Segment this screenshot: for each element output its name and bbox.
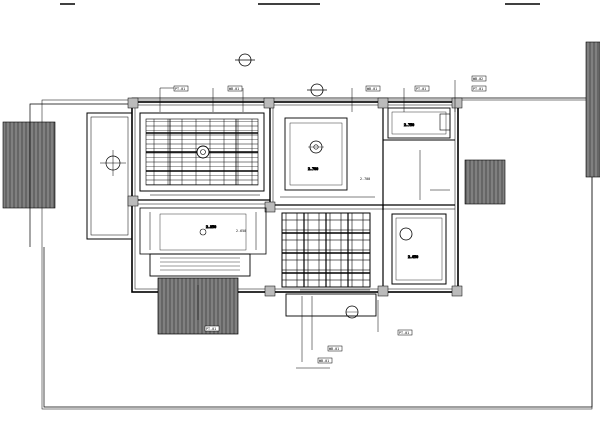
- tag-1: PT-01: [175, 87, 185, 91]
- tag-2: WB-01: [229, 87, 239, 91]
- west-hatch-block-2: [29, 121, 56, 209]
- tag-4: PT-01: [416, 87, 426, 91]
- room-dining-grid: [281, 212, 371, 288]
- west-balcony: [86, 112, 133, 240]
- section-markers: [235, 53, 327, 97]
- room-study: 2.350: [139, 207, 267, 255]
- east-terrace-grid: [464, 159, 506, 205]
- interior-walls: [132, 102, 455, 292]
- west-hatch-block-1: [2, 121, 31, 209]
- material-tags: PT-01 WB-01 WB-01 PT-01 WB-02 PT-01 PT-0…: [173, 75, 487, 364]
- structural-columns: [127, 97, 463, 297]
- tag-9: WB-01: [319, 359, 329, 363]
- tag-3: WB-01: [367, 87, 377, 91]
- dim-bedroom: 2.700: [308, 167, 318, 171]
- dim-kitchen: 2.650: [408, 255, 418, 259]
- room-bedroom: 2.700: [284, 117, 348, 191]
- room-living: [139, 112, 265, 192]
- east-hatch-strip: [585, 41, 600, 178]
- dim-hall: 2.700: [360, 177, 370, 181]
- dim-hall-2: 2.650: [236, 229, 246, 233]
- south-bay: [285, 293, 377, 319]
- tag-7: PT-01: [206, 327, 216, 331]
- tag-10: PT-01: [399, 331, 409, 335]
- room-kitchen: 2.650: [391, 213, 447, 285]
- room-bath: 2.750: [387, 107, 451, 139]
- dim-bath: 2.750: [404, 123, 414, 127]
- dim-study: 2.350: [206, 225, 216, 229]
- entry-stairs: [149, 253, 251, 277]
- dimension-ticks: [149, 150, 450, 291]
- tag-8: WB-01: [329, 347, 339, 351]
- tag-6: PT-01: [473, 87, 483, 91]
- leader-lines: [159, 80, 456, 369]
- tag-5: WB-02: [473, 77, 483, 81]
